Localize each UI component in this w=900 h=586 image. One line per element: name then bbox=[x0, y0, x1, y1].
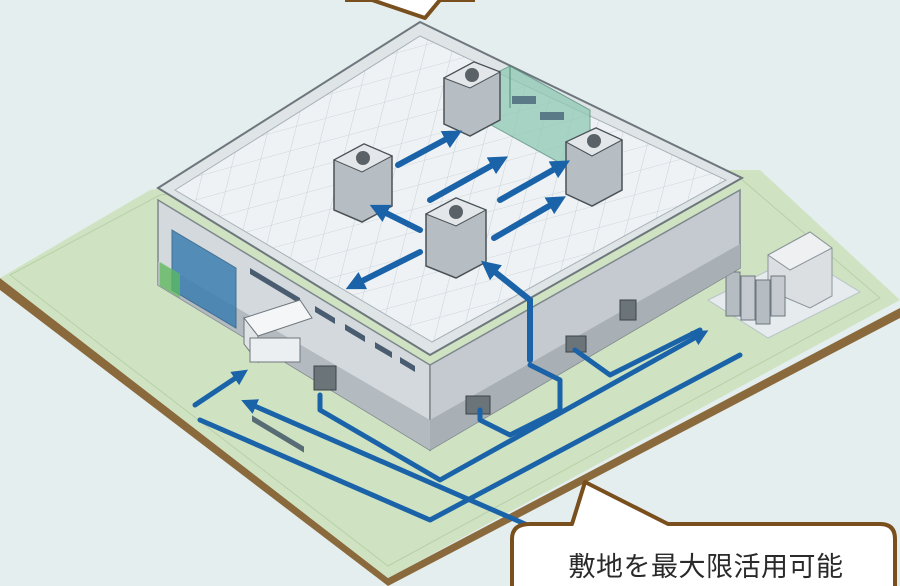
outdoor-equipment-yard bbox=[706, 231, 862, 339]
bottom-callout-bubble bbox=[510, 480, 897, 586]
rooftop-unit-top bbox=[442, 61, 502, 137]
rooftop-unit-center bbox=[424, 197, 488, 279]
rooftop-unit-left bbox=[332, 143, 394, 223]
callout-text: 敷地を最大限活用可能 bbox=[568, 551, 844, 583]
top-callout-bubble bbox=[345, 0, 475, 20]
roof-airflow-arrows bbox=[345, 130, 571, 363]
rooftop-unit-right bbox=[564, 127, 624, 207]
